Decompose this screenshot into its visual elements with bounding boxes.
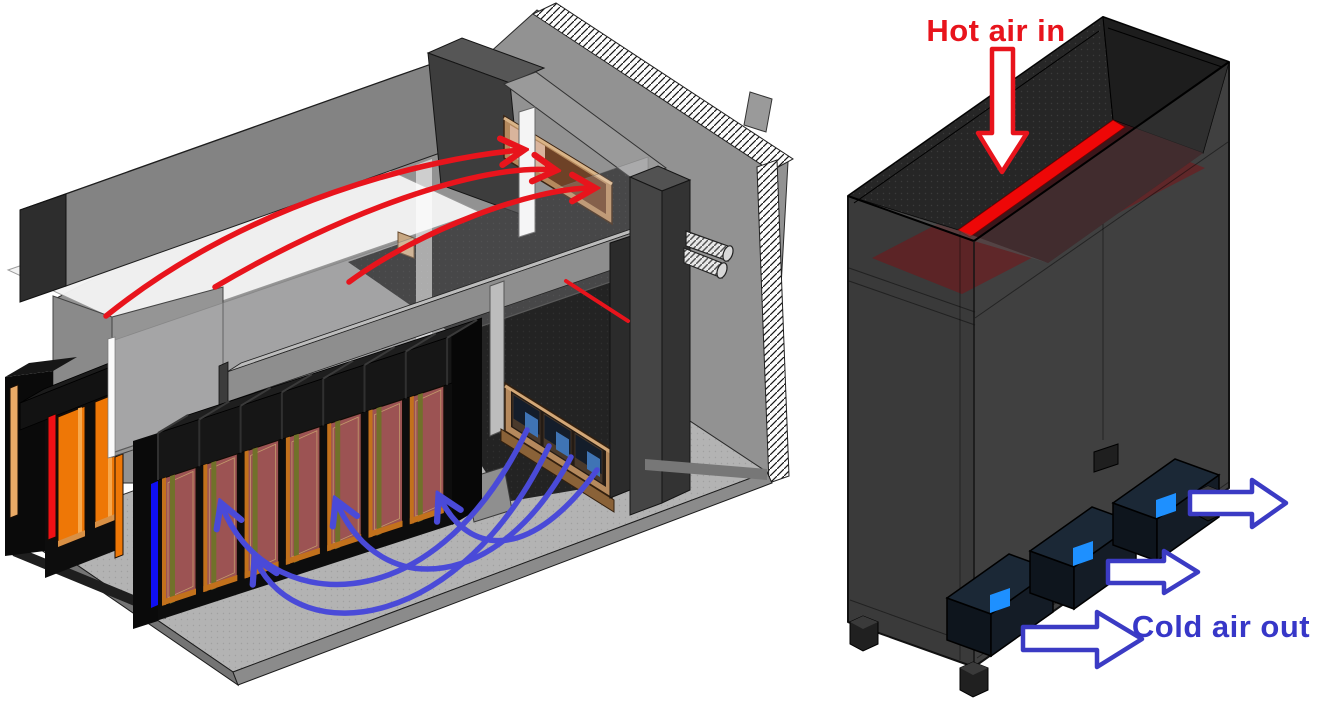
- rack-door-frame: [208, 457, 235, 585]
- cold-air-vent: [500, 381, 615, 513]
- rack-topface-divider: [405, 332, 437, 353]
- rack-row-back: [5, 349, 143, 578]
- cold-air-flow-arrow: [222, 427, 530, 588]
- orange-door-trim: [58, 530, 85, 547]
- cold-air-flow-arrow: [256, 443, 552, 616]
- cold-air-flow-arrow: [337, 454, 574, 572]
- room-cutaway-diagram: [5, 2, 794, 687]
- chilled-water-pipes: [683, 230, 734, 279]
- rack-door-frame: [291, 430, 318, 558]
- hot-air-flow-arrow: [103, 150, 521, 319]
- rack-door-trim: [162, 588, 196, 606]
- hot-air-in-label: Hot air in: [926, 13, 1065, 48]
- rack-topface-divider: [240, 386, 272, 407]
- cabinet-foot-top: [850, 616, 878, 629]
- rack-topface-divider: [446, 319, 478, 339]
- rack-door-trim: [203, 463, 208, 593]
- wall-top-ledge: [502, 71, 668, 181]
- rack-blue-strip: [151, 481, 158, 608]
- outlet-fan: [1156, 493, 1176, 518]
- rack-topface-divider: [322, 359, 354, 380]
- cold-air-flow-arrow: [440, 467, 600, 544]
- outlet-boxes: [945, 458, 1221, 658]
- rack-door: [409, 385, 445, 525]
- glass-edge: [107, 336, 116, 459]
- vent-sill: [500, 428, 615, 513]
- rack-door-frame: [167, 470, 194, 599]
- outlet-fan: [990, 588, 1010, 613]
- hot-air-flow-arrows: [103, 150, 592, 319]
- rack-topface-divider: [281, 373, 313, 394]
- rack-topface-divider: [157, 414, 189, 434]
- hot-air-flow-arrow: [346, 188, 592, 285]
- wall-base-skirt: [645, 459, 767, 480]
- wall-corner-tab: [743, 91, 773, 133]
- cut-hatch-right: [756, 159, 790, 484]
- cold-air-out-label: Cold air out: [1132, 609, 1310, 644]
- floor-skirt-front: [232, 471, 773, 686]
- rack-door-trim: [244, 450, 249, 579]
- cooling-unit-diagram: Hot air in Cold air out: [846, 13, 1310, 698]
- cold-air-out-arrows: [1020, 477, 1289, 670]
- cabinet-foot-top: [960, 662, 988, 675]
- orange-sliver: [114, 453, 124, 559]
- rack-door: [161, 466, 197, 607]
- red-strip: [47, 413, 57, 541]
- rack-door-trim: [327, 423, 332, 552]
- support-column-right: [628, 165, 692, 516]
- orange-door-trim: [95, 514, 115, 528]
- crac-cabinet: [846, 16, 1230, 698]
- rack-topface-divider: [198, 400, 230, 421]
- outlet-box-top: [1111, 458, 1221, 520]
- tray-floor: [958, 120, 1203, 263]
- outlet-connector: [1093, 443, 1119, 473]
- rack-door-trim: [409, 395, 414, 525]
- cold-air-out-arrow-icon: [1020, 609, 1145, 670]
- cut-hatch-top: [531, 2, 794, 172]
- cold-air-out-arrow-icon: [1105, 548, 1201, 596]
- rack-door-trim: [203, 574, 238, 593]
- rack-door-trim: [327, 534, 362, 552]
- hot-air-down-arrow-icon: [975, 46, 1030, 175]
- rack-door-strip: [170, 474, 175, 604]
- cold-air-out-arrow-icon: [1187, 477, 1289, 530]
- rack-door-strip: [211, 460, 217, 591]
- cold-air-flow-arrows: [222, 427, 600, 616]
- rack-door: [285, 426, 321, 566]
- rack-door-trim: [368, 409, 373, 538]
- fan-vent: [556, 431, 569, 458]
- outlet-fan: [1073, 541, 1093, 566]
- rack-door-trim: [285, 436, 290, 565]
- rack-door-strip: [335, 420, 341, 550]
- ceiling-duct: [19, 60, 441, 303]
- rack-door: [368, 398, 403, 539]
- rack-topface-divider: [363, 346, 396, 366]
- intake-tray: [846, 16, 1230, 263]
- duct-end-cap: [19, 193, 67, 303]
- rack-door-frame: [374, 402, 400, 531]
- hot-air-glass-trace: [564, 279, 630, 323]
- rack-door-trim: [285, 547, 320, 565]
- rack-door-trim: [368, 520, 403, 538]
- rack-door-strip: [252, 447, 258, 577]
- vent-jamb: [489, 280, 505, 437]
- orange-door-strip: [78, 407, 82, 535]
- rack-door-trim: [162, 477, 166, 606]
- rack-door-strip: [376, 406, 382, 536]
- rack-door-strip: [417, 393, 423, 523]
- tan-panel: [9, 384, 19, 519]
- hot-air-flow-arrow: [212, 169, 553, 290]
- rack-door-strip: [293, 433, 299, 563]
